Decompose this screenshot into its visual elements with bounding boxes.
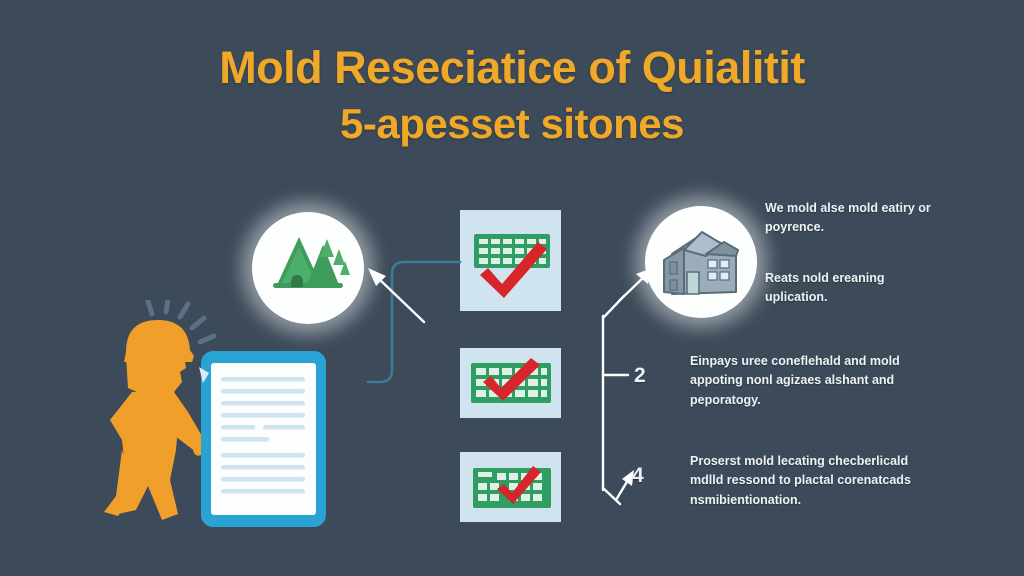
note-number-2: 2 — [634, 364, 646, 387]
title-line-1: Mold Reseciatice of Quialitit — [219, 42, 805, 93]
forest-trees-icon — [252, 212, 364, 324]
note-text-1: We mold alse mold eatiry or poyrence. — [765, 201, 931, 235]
note-text-4: Proserst mold lecating checberlicald mdl… — [690, 454, 911, 507]
document-clipboard — [199, 349, 328, 529]
note-text-3: Einpays uree coneflehald and mold appoti… — [690, 354, 900, 407]
title-line-2: 5-apesset sitones — [340, 99, 685, 147]
checklist-card-2 — [460, 348, 561, 418]
checklist-card-1 — [460, 210, 561, 311]
note-number-4: 4 — [632, 464, 644, 487]
note-text-2: Reats nold ereaning uplication. — [765, 271, 885, 305]
checklist-card-3 — [460, 452, 561, 522]
house-building-icon — [645, 206, 757, 318]
page-title: Mold Reseciatice of Quialitit 5-apesset … — [0, 42, 1024, 147]
arrow-to-trees — [368, 268, 426, 324]
